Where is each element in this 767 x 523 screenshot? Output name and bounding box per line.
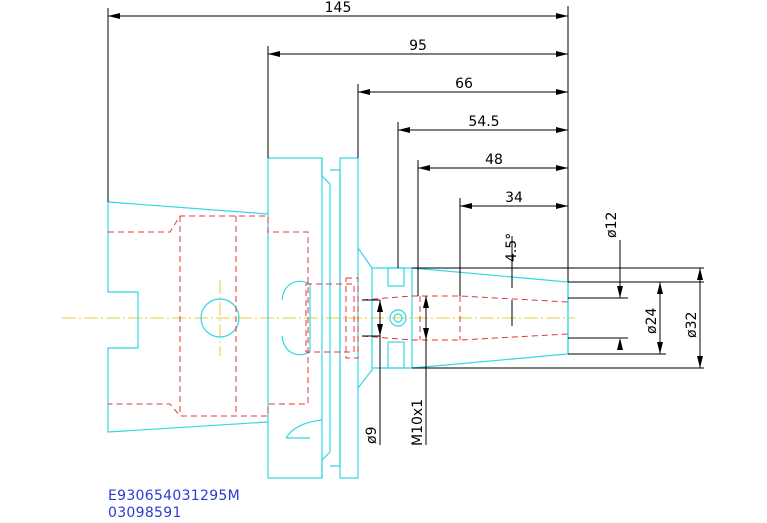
- taper-shank: [107, 201, 269, 433]
- part-number: E930654031295M: [108, 488, 241, 504]
- dim-thread: M10x1: [410, 399, 426, 446]
- dim-dia9: ø9: [364, 427, 380, 444]
- drive-hole: [200, 298, 240, 338]
- dim-dia12: ø12: [604, 212, 620, 238]
- flange: [267, 157, 373, 479]
- arrow-heads: [108, 13, 703, 368]
- dim-34: 34: [505, 190, 523, 206]
- dimension-lines: [107, 6, 704, 445]
- dim-48: 48: [485, 152, 503, 168]
- dim-dia32: ø32: [684, 312, 700, 338]
- dim-54-5: 54.5: [468, 114, 499, 130]
- serial-number: 03098591: [108, 505, 182, 521]
- dim-dia24: ø24: [644, 308, 660, 334]
- dim-145: 145: [325, 0, 352, 16]
- dim-angle: 4.5°: [504, 233, 520, 262]
- hidden-lines: [108, 215, 569, 417]
- collet-nose: [372, 267, 569, 369]
- dim-66: 66: [455, 76, 473, 92]
- dim-95: 95: [409, 38, 427, 54]
